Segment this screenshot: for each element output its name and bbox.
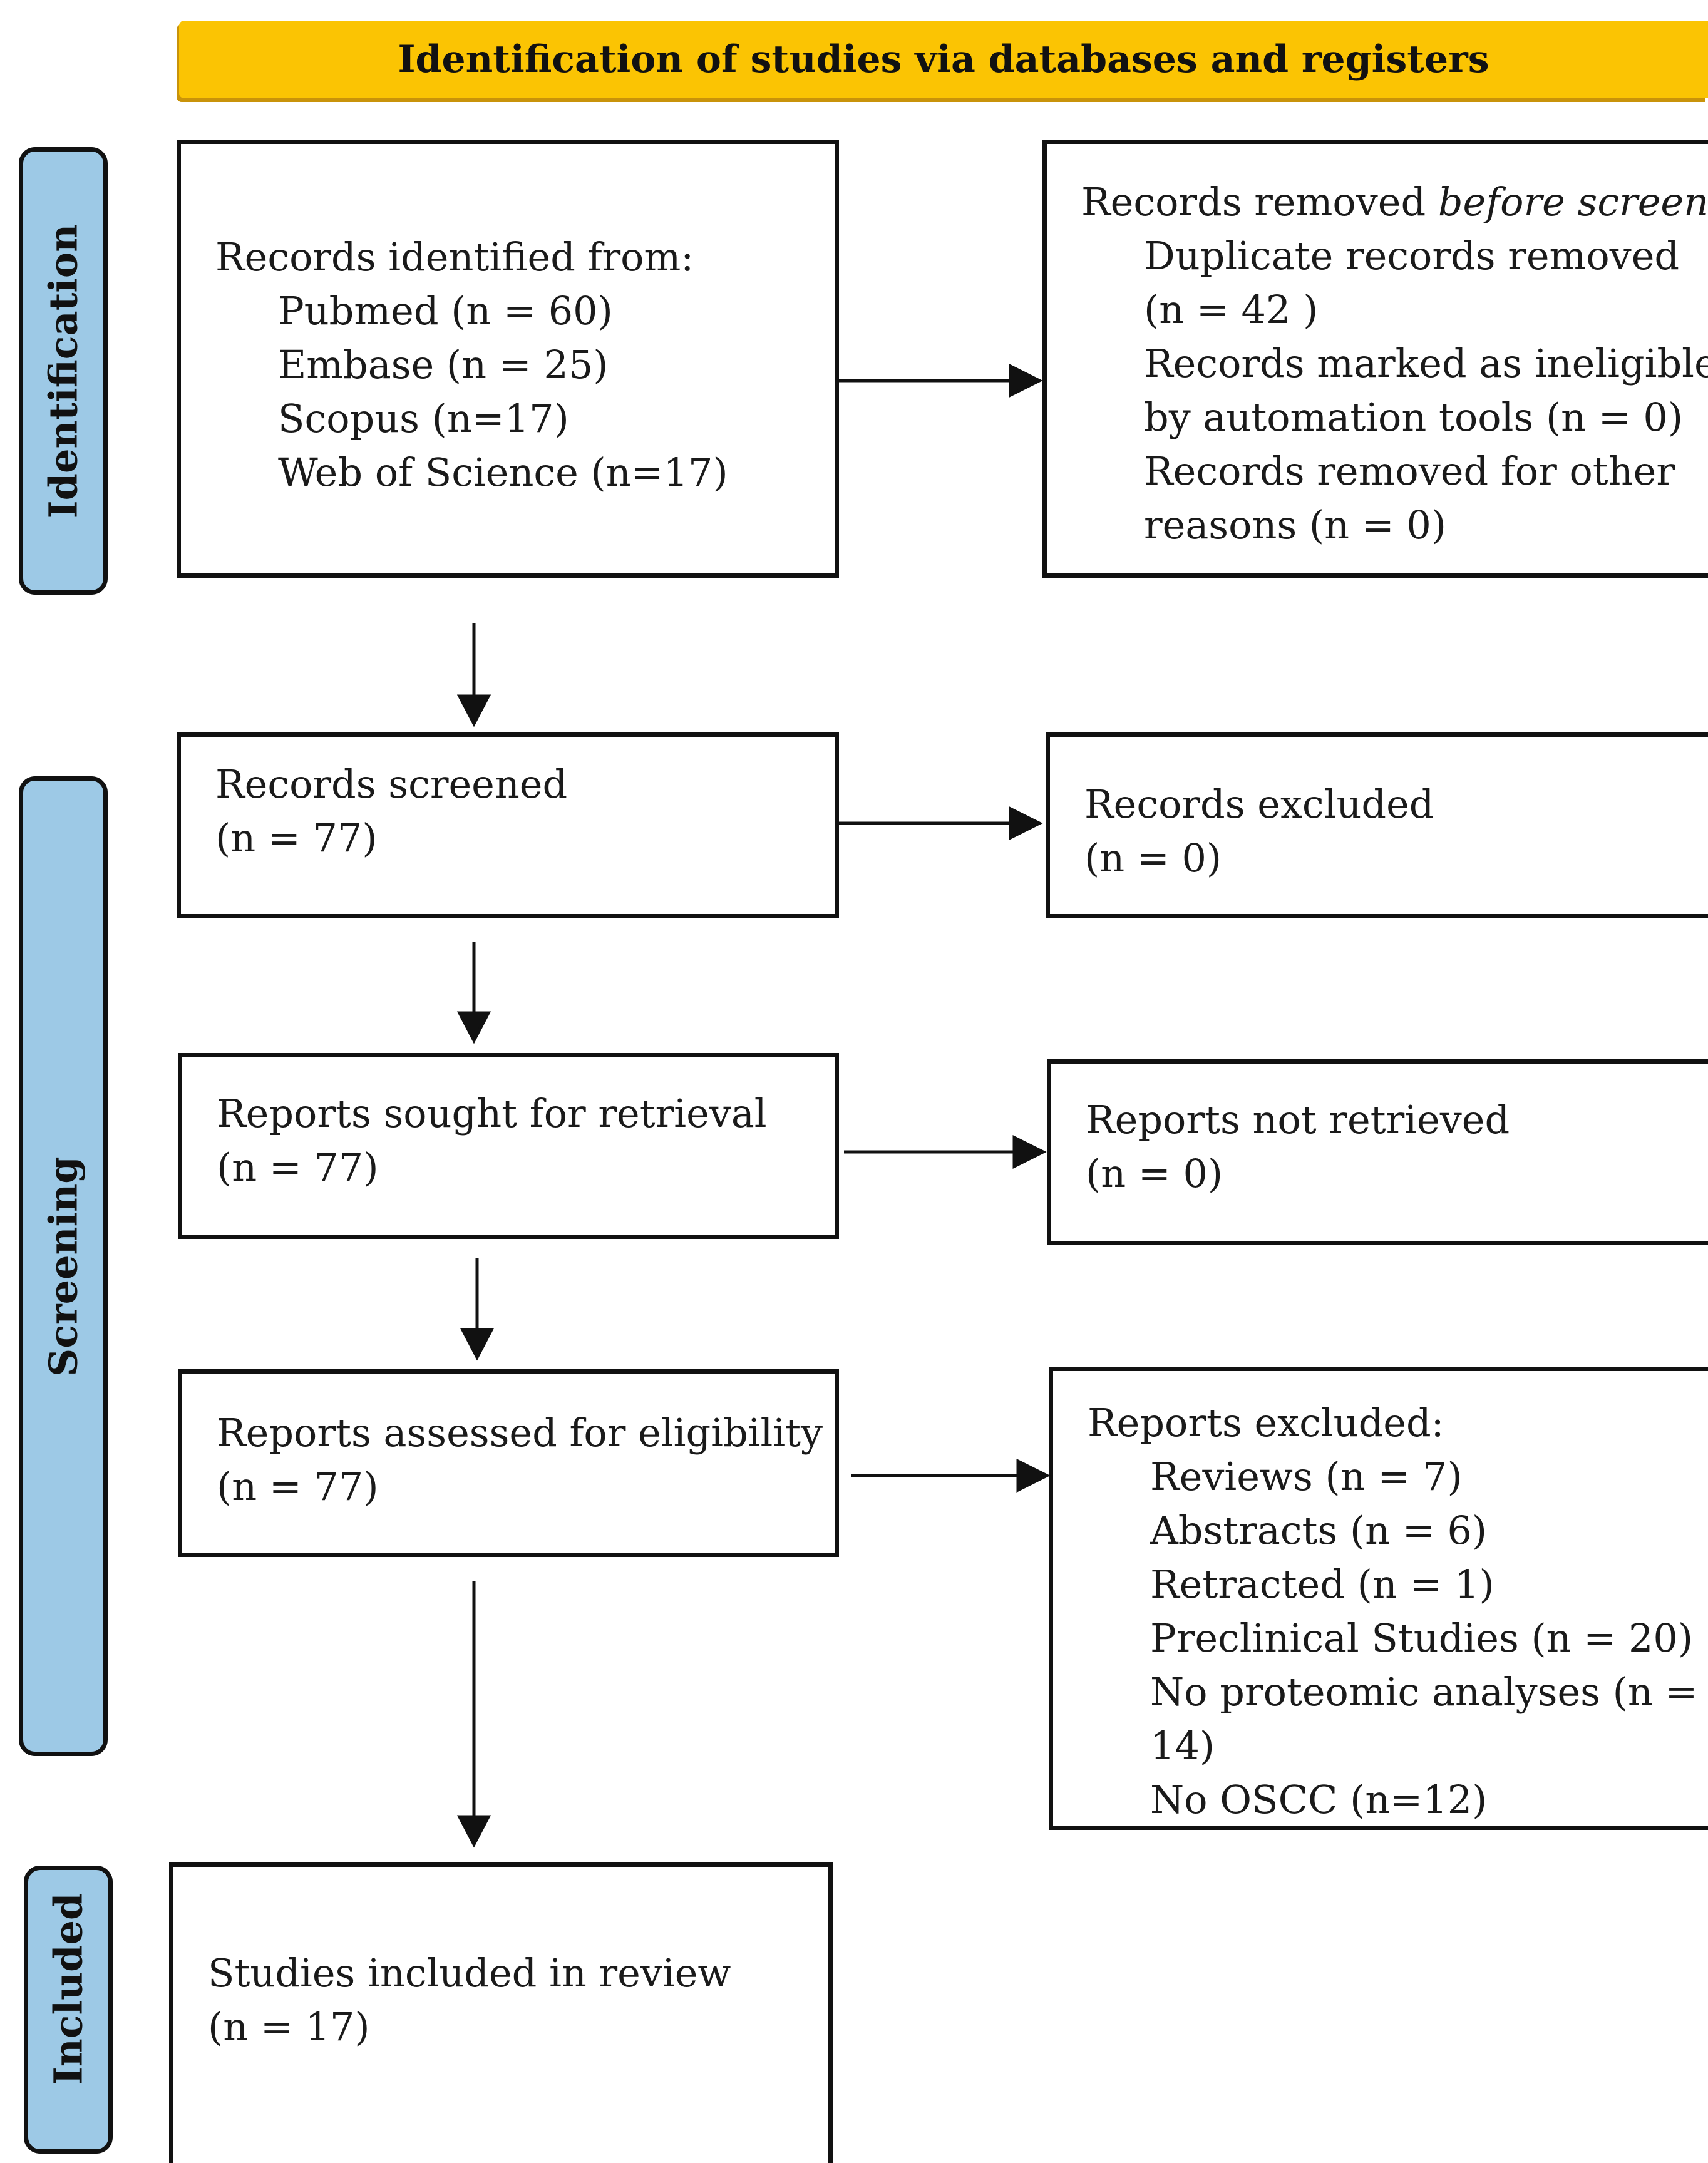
- reports-excluded-heading: Reports excluded:: [1088, 1400, 1444, 1446]
- arrowhead: [456, 1815, 491, 1848]
- arrowhead: [1016, 1458, 1051, 1493]
- records-removed-heading-emphasis: before screening: [1438, 179, 1708, 225]
- removed-line: by automation tools (n = 0): [1144, 394, 1684, 440]
- reports-sought-title: Reports sought for retrieval: [217, 1091, 767, 1136]
- records-screened-count: (n = 77): [215, 815, 378, 861]
- studies-included-box: Studies included in review (n = 17): [169, 1862, 833, 2163]
- removed-line: (n = 42 ): [1144, 287, 1319, 332]
- stage-included: Included: [24, 1866, 113, 2154]
- source-web-of-science: Web of Science (n=17): [278, 450, 728, 495]
- reports-sought-count: (n = 77): [217, 1144, 379, 1190]
- studies-included-title: Studies included in review: [208, 1950, 731, 1996]
- source-embase: Embase (n = 25): [278, 342, 609, 388]
- arrowhead: [456, 1011, 491, 1044]
- studies-included-count: (n = 17): [208, 2004, 370, 2050]
- reports-excluded-line: 14): [1150, 1723, 1215, 1769]
- reports-not-retrieved-count: (n = 0): [1086, 1151, 1223, 1196]
- header-title: Identification of studies via databases …: [398, 38, 1489, 81]
- arrowhead: [456, 694, 491, 727]
- records-removed-heading-prefix: Records removed: [1081, 179, 1438, 225]
- records-screened-box: Records screened (n = 77): [177, 732, 839, 918]
- reports-excluded-line: Preclinical Studies (n = 20): [1150, 1615, 1694, 1661]
- records-excluded-box: Records excluded (n = 0): [1046, 732, 1708, 918]
- records-removed-box: Records removed before screening: Duplic…: [1042, 140, 1708, 578]
- removed-line: Records marked as ineligible: [1144, 341, 1708, 386]
- records-identified-heading: Records identified from:: [215, 234, 694, 280]
- arrowhead: [1012, 1134, 1047, 1169]
- reports-excluded-line: Abstracts (n = 6): [1150, 1508, 1488, 1553]
- stage-screening: Screening: [19, 776, 108, 1756]
- reports-not-retrieved-title: Reports not retrieved: [1086, 1097, 1510, 1143]
- reports-excluded-line: No proteomic analyses (n =: [1150, 1669, 1698, 1715]
- records-removed-heading: Records removed before screening:: [1081, 175, 1708, 229]
- records-excluded-count: (n = 0): [1084, 835, 1222, 881]
- arrowhead: [460, 1328, 495, 1361]
- records-identified-box: Records identified from: Pubmed (n = 60)…: [177, 140, 839, 578]
- removed-line: Records removed for other: [1144, 448, 1675, 494]
- reports-not-retrieved-box: Reports not retrieved (n = 0): [1047, 1059, 1708, 1245]
- records-excluded-title: Records excluded: [1084, 781, 1434, 827]
- source-scopus: Scopus (n=17): [278, 396, 569, 441]
- reports-excluded-line: Reviews (n = 7): [1150, 1454, 1463, 1499]
- source-pubmed: Pubmed (n = 60): [278, 288, 613, 334]
- removed-line: reasons (n = 0): [1144, 502, 1447, 548]
- header-bar: Identification of studies via databases …: [179, 21, 1708, 98]
- records-screened-title: Records screened: [215, 761, 568, 807]
- stage-identification: Identification: [19, 147, 108, 595]
- reports-assessed-title: Reports assessed for eligibility: [217, 1410, 823, 1456]
- reports-excluded-box: Reports excluded: Reviews (n = 7) Abstra…: [1049, 1367, 1708, 1830]
- arrowhead: [1009, 363, 1043, 398]
- arrowhead: [1009, 806, 1043, 841]
- reports-excluded-line: No OSCC (n=12): [1150, 1777, 1488, 1822]
- reports-excluded-line: Retracted (n = 1): [1150, 1561, 1494, 1607]
- reports-assessed-box: Reports assessed for eligibility (n = 77…: [178, 1369, 839, 1557]
- removed-line: Duplicate records removed: [1144, 233, 1680, 279]
- reports-sought-box: Reports sought for retrieval (n = 77): [178, 1053, 839, 1239]
- reports-assessed-count: (n = 77): [217, 1464, 379, 1509]
